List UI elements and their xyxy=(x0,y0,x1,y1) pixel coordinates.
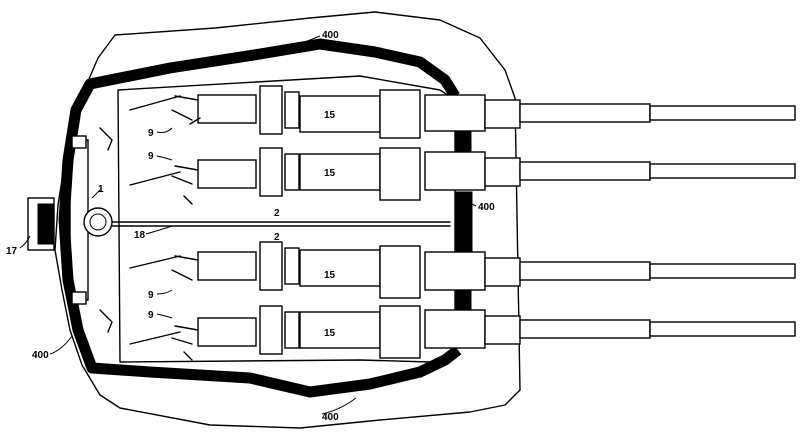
pivot-hub xyxy=(83,207,113,237)
outer-housing xyxy=(54,11,521,429)
leader-400-right xyxy=(461,199,477,207)
label-15d: 15 xyxy=(324,328,336,339)
pivot-cap-bottom xyxy=(71,291,87,305)
gun-assembly-1 xyxy=(129,85,796,139)
leader-400-bottom xyxy=(321,397,357,415)
pivot-hub-inner xyxy=(89,213,107,231)
pivot-cap-top xyxy=(71,135,87,149)
label-9c: 9 xyxy=(148,290,154,301)
label-15a: 15 xyxy=(324,110,336,121)
label-400-right: 400 xyxy=(478,202,495,213)
leader-9d xyxy=(156,313,173,319)
leader-17 xyxy=(19,235,31,249)
leader-18 xyxy=(145,225,173,235)
label-400-top: 400 xyxy=(322,30,339,41)
label-400-bottom: 400 xyxy=(322,412,339,423)
label-9a: 9 xyxy=(148,128,154,139)
leader-400-left xyxy=(49,335,73,355)
mount-block-core xyxy=(37,203,55,245)
leader-400-top xyxy=(299,35,321,45)
center-beam xyxy=(99,221,451,227)
bracket-upper xyxy=(99,127,113,333)
gun-assembly-3 xyxy=(129,241,796,299)
label-15c: 15 xyxy=(324,270,336,281)
label-9b: 9 xyxy=(148,151,154,162)
leader-9c xyxy=(156,289,173,295)
label-2-upper: 2 xyxy=(274,208,280,219)
label-9d: 9 xyxy=(148,310,154,321)
label-18: 18 xyxy=(134,230,146,241)
label-400-left: 400 xyxy=(32,350,49,361)
label-2-lower: 2 xyxy=(274,232,280,243)
leader-9b xyxy=(156,155,173,161)
label-15b: 15 xyxy=(324,168,336,179)
label-1: 1 xyxy=(98,184,104,195)
gun-assembly-4 xyxy=(129,305,796,361)
gun-assembly-2 xyxy=(129,147,796,205)
leader-9a xyxy=(156,127,173,133)
label-17: 17 xyxy=(6,246,18,257)
leader-1 xyxy=(91,189,101,199)
armor-band xyxy=(58,38,462,398)
inner-chamber xyxy=(117,75,456,363)
